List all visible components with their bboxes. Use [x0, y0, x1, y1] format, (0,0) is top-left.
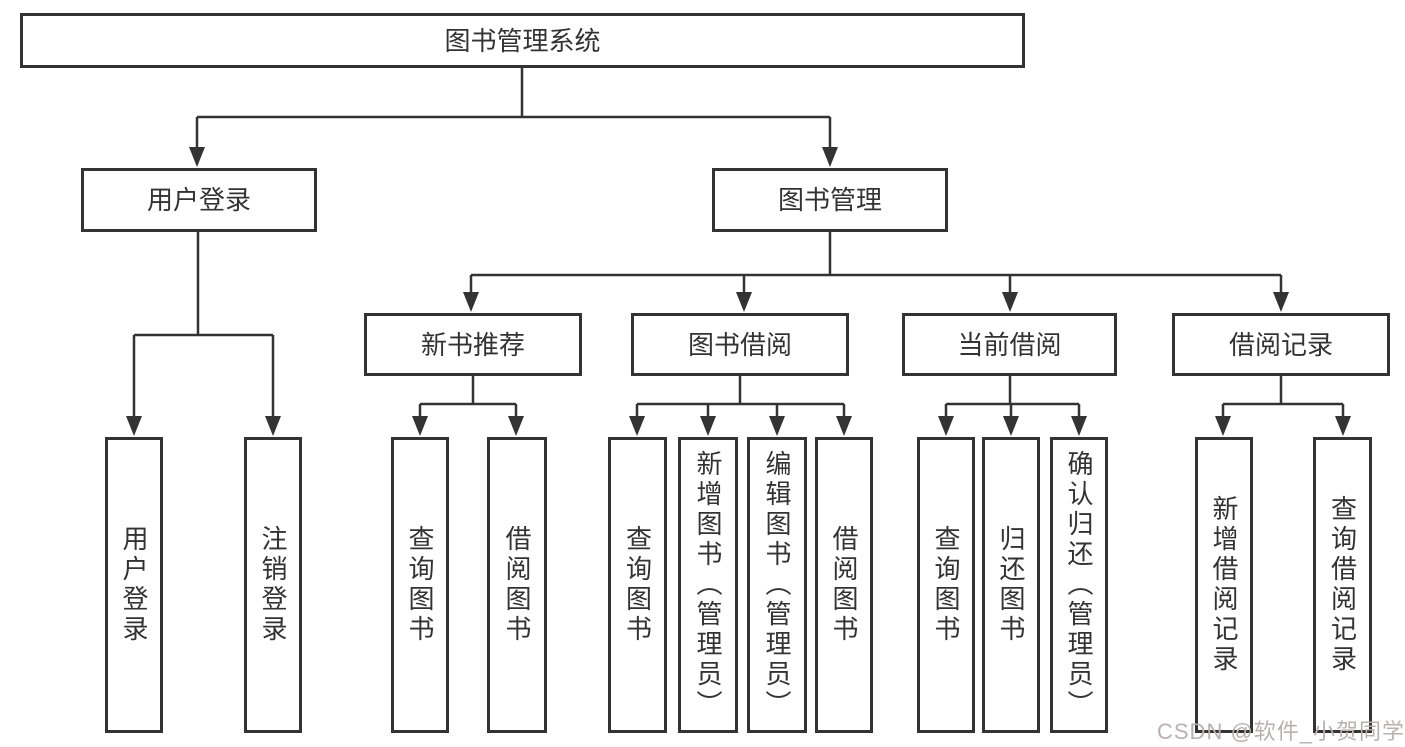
node-label: 图书管理系统: [444, 25, 601, 56]
node-label: 图书管理: [777, 185, 882, 215]
node-current-borrow: 当前借阅: [902, 313, 1117, 376]
arrowhead: [1071, 416, 1087, 436]
arrowhead: [1335, 416, 1351, 436]
leaf-borrow-query-books: 查询图书: [608, 437, 667, 733]
leaf-label: 借阅图书: [829, 525, 859, 645]
leaf-label: 新增图书（管理员）: [693, 450, 723, 720]
leaf-label: 借阅图书: [502, 525, 532, 645]
leaf-borrow-add-books-admin: 新增图书（管理员）: [678, 437, 738, 733]
connector-newbook-to-leaves: [412, 376, 524, 436]
arrowhead: [769, 416, 785, 436]
arrowhead: [1215, 416, 1231, 436]
leaf-label: 新增借阅记录: [1209, 495, 1239, 675]
node-label: 借阅记录: [1228, 329, 1333, 360]
node-label: 图书借阅: [687, 329, 792, 360]
leaf-label: 编辑图书（管理员）: [762, 450, 792, 720]
node-book-borrow: 图书借阅: [631, 313, 849, 376]
leaf-label: 用户登录: [119, 525, 149, 645]
arrowhead: [822, 147, 838, 167]
leaf-newbook-query-books: 查询图书: [391, 437, 449, 733]
node-label: 当前借阅: [957, 329, 1062, 360]
leaf-logout: 注销登录: [244, 437, 302, 733]
leaf-label: 归还图书: [996, 525, 1026, 645]
leaf-label: 查询图书: [931, 525, 961, 645]
arrowhead: [265, 416, 281, 436]
leaf-label: 查询图书: [622, 525, 653, 645]
leaf-label: 查询借阅记录: [1327, 495, 1358, 675]
arrowhead: [736, 292, 752, 312]
arrowhead: [412, 416, 428, 436]
leaf-newbook-borrow-books: 借阅图书: [487, 437, 547, 733]
arrowhead: [189, 147, 205, 167]
arrowhead: [1002, 292, 1018, 312]
leaf-label: 查询图书: [405, 525, 435, 645]
arrowhead: [836, 416, 852, 436]
connector-borrow-to-leaves: [629, 376, 852, 436]
leaf-current-return-books: 归还图书: [982, 437, 1040, 733]
connector-records-to-leaves: [1215, 376, 1351, 436]
connector-root-to-level2: [189, 68, 838, 167]
arrowhead: [1003, 416, 1019, 436]
node-user-login: 用户登录: [81, 168, 317, 232]
leaf-current-confirm-return-admin: 确认归还（管理员）: [1050, 437, 1108, 733]
connector-current-to-leaves: [938, 376, 1087, 436]
node-new-book-recommend: 新书推荐: [364, 313, 582, 376]
arrowhead: [126, 416, 142, 436]
leaf-records-query-record: 查询借阅记录: [1313, 437, 1372, 733]
node-book-management: 图书管理: [712, 168, 948, 232]
connector-login-to-leaves: [126, 232, 281, 436]
watermark: CSDN @软件_小贺同学: [1157, 719, 1405, 744]
arrowhead: [629, 416, 645, 436]
leaf-borrow-borrow-books: 借阅图书: [815, 437, 873, 733]
node-root: 图书管理系统: [20, 13, 1025, 68]
arrowhead: [508, 416, 524, 436]
arrowhead: [463, 292, 479, 312]
arrowhead: [1273, 292, 1289, 312]
leaf-records-add-record: 新增借阅记录: [1195, 437, 1253, 733]
arrowhead: [700, 416, 716, 436]
leaf-user-login: 用户登录: [105, 437, 163, 733]
node-label: 用户登录: [146, 185, 251, 215]
leaf-borrow-edit-books-admin: 编辑图书（管理员）: [747, 437, 807, 733]
leaf-current-query-books: 查询图书: [917, 437, 975, 733]
node-borrow-records: 借阅记录: [1172, 313, 1390, 376]
arrowhead: [938, 416, 954, 436]
leaf-label: 注销登录: [258, 525, 288, 645]
node-label: 新书推荐: [420, 329, 525, 360]
connector-mgmt-to-level3: [463, 232, 1289, 312]
leaf-label: 确认归还（管理员）: [1064, 450, 1094, 720]
